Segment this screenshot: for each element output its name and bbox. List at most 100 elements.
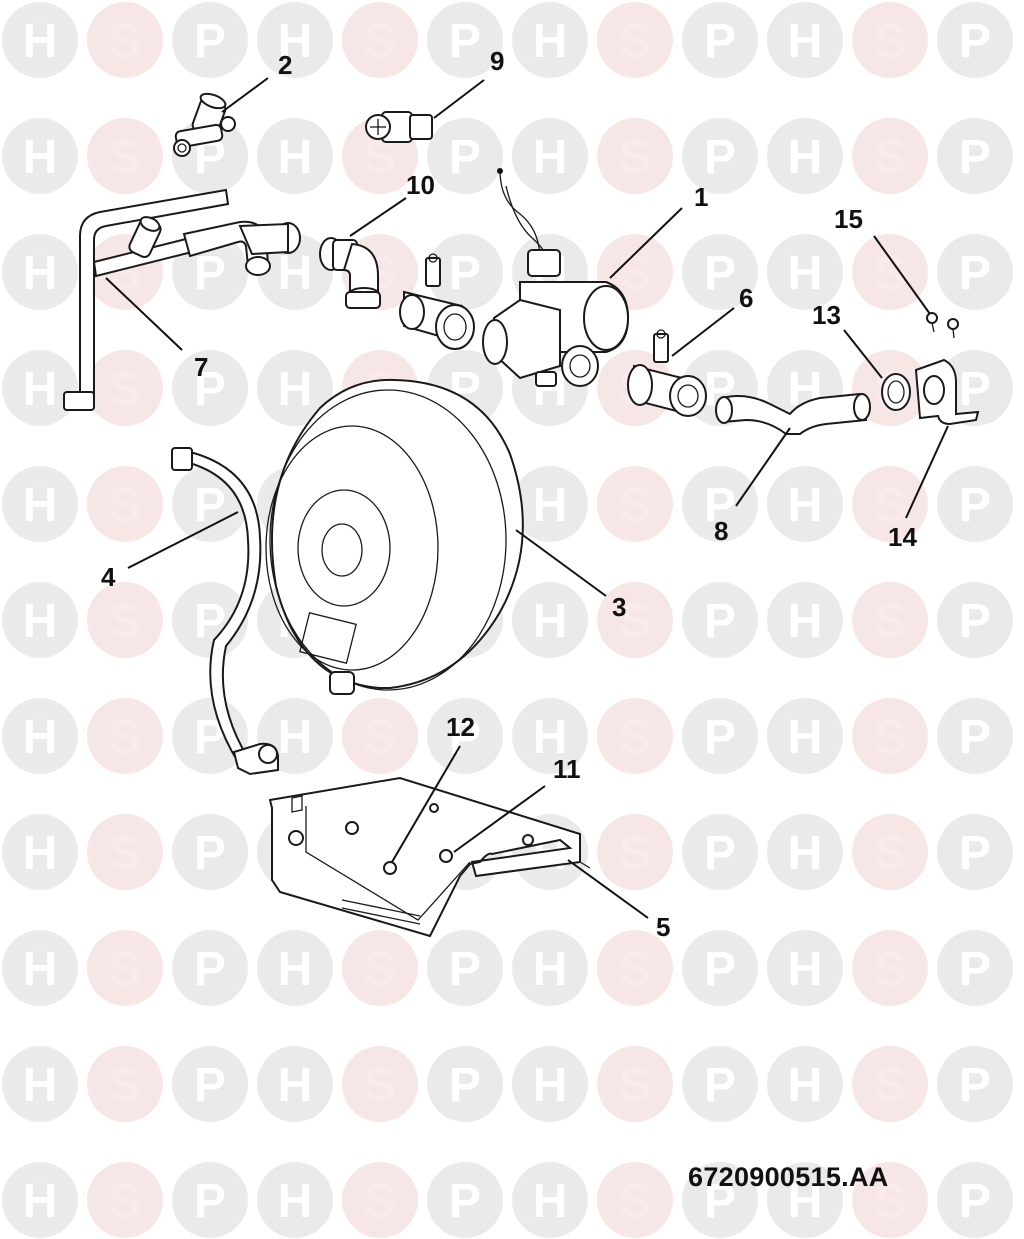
watermark-letter: P bbox=[959, 15, 991, 68]
watermark-letter: H bbox=[533, 943, 568, 996]
callout-11: 11 bbox=[553, 754, 581, 784]
watermark-circle bbox=[512, 582, 588, 658]
watermark-letter: P bbox=[959, 247, 991, 300]
watermark-circle bbox=[597, 118, 673, 194]
callout-8: 8 bbox=[714, 516, 728, 546]
watermark-letter: H bbox=[23, 479, 58, 532]
watermark-letter: P bbox=[959, 131, 991, 184]
watermark-circle bbox=[767, 698, 843, 774]
watermark-letter: S bbox=[874, 943, 906, 996]
watermark-letter: P bbox=[449, 15, 481, 68]
watermark-circle bbox=[257, 2, 333, 78]
part-9-sensor bbox=[365, 111, 433, 143]
watermark-circle bbox=[767, 814, 843, 890]
watermark-circle bbox=[852, 234, 928, 310]
watermark-circle bbox=[597, 582, 673, 658]
drawing-reference-code: 6720900515.AA bbox=[688, 1162, 889, 1192]
watermark-circle bbox=[937, 582, 1013, 658]
watermark-circle bbox=[597, 2, 673, 78]
watermark-letter: H bbox=[533, 15, 568, 68]
watermark-letter: S bbox=[874, 131, 906, 184]
part-13-washer bbox=[881, 373, 911, 411]
watermark-circle bbox=[512, 1162, 588, 1238]
watermark-letter: S bbox=[109, 1059, 141, 1112]
watermark-circle bbox=[512, 466, 588, 542]
watermark-circle bbox=[682, 814, 758, 890]
watermark-letter: P bbox=[704, 247, 736, 300]
callout-10: 10 bbox=[406, 170, 435, 200]
watermark-circle bbox=[427, 1162, 503, 1238]
watermark-circle bbox=[512, 118, 588, 194]
watermark-circle bbox=[682, 1162, 758, 1238]
watermark-circle bbox=[87, 1046, 163, 1122]
watermark-circle bbox=[937, 814, 1013, 890]
watermark-letter: H bbox=[278, 247, 313, 300]
watermark-letter: S bbox=[874, 711, 906, 764]
watermark-letter: H bbox=[788, 131, 823, 184]
watermark-letter: H bbox=[533, 595, 568, 648]
part-8-hose bbox=[715, 392, 871, 435]
watermark-circle bbox=[2, 698, 78, 774]
watermark-circle bbox=[2, 234, 78, 310]
callout-2: 2 bbox=[278, 50, 292, 80]
watermark-letter: H bbox=[23, 363, 58, 416]
watermark-circle bbox=[172, 930, 248, 1006]
watermark-letter: S bbox=[874, 15, 906, 68]
watermark-letter: P bbox=[959, 711, 991, 764]
watermark-letter: P bbox=[194, 827, 226, 880]
watermark-letter: S bbox=[619, 1175, 651, 1228]
watermark-letter: P bbox=[704, 827, 736, 880]
callout-9: 9 bbox=[490, 46, 504, 76]
watermark-circle bbox=[852, 1046, 928, 1122]
watermark-circle bbox=[852, 118, 928, 194]
watermark-circle bbox=[597, 814, 673, 890]
watermark-circle bbox=[937, 1046, 1013, 1122]
watermark-circle bbox=[937, 1162, 1013, 1238]
watermark-circle bbox=[172, 1162, 248, 1238]
watermark-letter: S bbox=[619, 711, 651, 764]
watermark-letter: P bbox=[449, 1175, 481, 1228]
watermark-letter: H bbox=[23, 131, 58, 184]
watermark-circle bbox=[257, 1162, 333, 1238]
watermark-letter: H bbox=[788, 827, 823, 880]
watermark-letter: P bbox=[449, 247, 481, 300]
callout-5: 5 bbox=[656, 912, 670, 942]
watermark-circle bbox=[682, 466, 758, 542]
part-7-pipe bbox=[63, 188, 301, 411]
callout-6: 6 bbox=[739, 283, 753, 313]
watermark-circle bbox=[682, 582, 758, 658]
watermark-letter: S bbox=[874, 595, 906, 648]
watermark-circle bbox=[682, 118, 758, 194]
watermark-circle bbox=[427, 930, 503, 1006]
watermark-circle bbox=[852, 582, 928, 658]
watermark-letter: H bbox=[533, 1175, 568, 1228]
watermark-circle bbox=[342, 930, 418, 1006]
watermark-letter: H bbox=[23, 711, 58, 764]
watermark-letter: P bbox=[959, 943, 991, 996]
watermark-letter: S bbox=[619, 827, 651, 880]
watermark-letter: S bbox=[619, 131, 651, 184]
watermark-circle bbox=[87, 582, 163, 658]
watermark-circle bbox=[427, 118, 503, 194]
watermark-letter: P bbox=[194, 15, 226, 68]
part-15-screws bbox=[926, 312, 959, 339]
watermark-circle bbox=[937, 2, 1013, 78]
watermark-letter: S bbox=[874, 479, 906, 532]
callout-3: 3 bbox=[612, 592, 626, 622]
watermark-circle bbox=[257, 1046, 333, 1122]
watermark-letter: H bbox=[23, 827, 58, 880]
watermark-letter: S bbox=[109, 479, 141, 532]
watermark-letter: H bbox=[278, 15, 313, 68]
watermark-letter: S bbox=[109, 363, 141, 416]
watermark-circle bbox=[342, 698, 418, 774]
watermark-circle bbox=[87, 814, 163, 890]
watermark-letter: P bbox=[194, 247, 226, 300]
watermark-letter: P bbox=[704, 1059, 736, 1112]
watermark-letter: S bbox=[109, 131, 141, 184]
watermark-letter: H bbox=[788, 479, 823, 532]
watermark-letter: S bbox=[619, 1059, 651, 1112]
callout-14: 14 bbox=[888, 522, 917, 552]
watermark-circle bbox=[852, 466, 928, 542]
